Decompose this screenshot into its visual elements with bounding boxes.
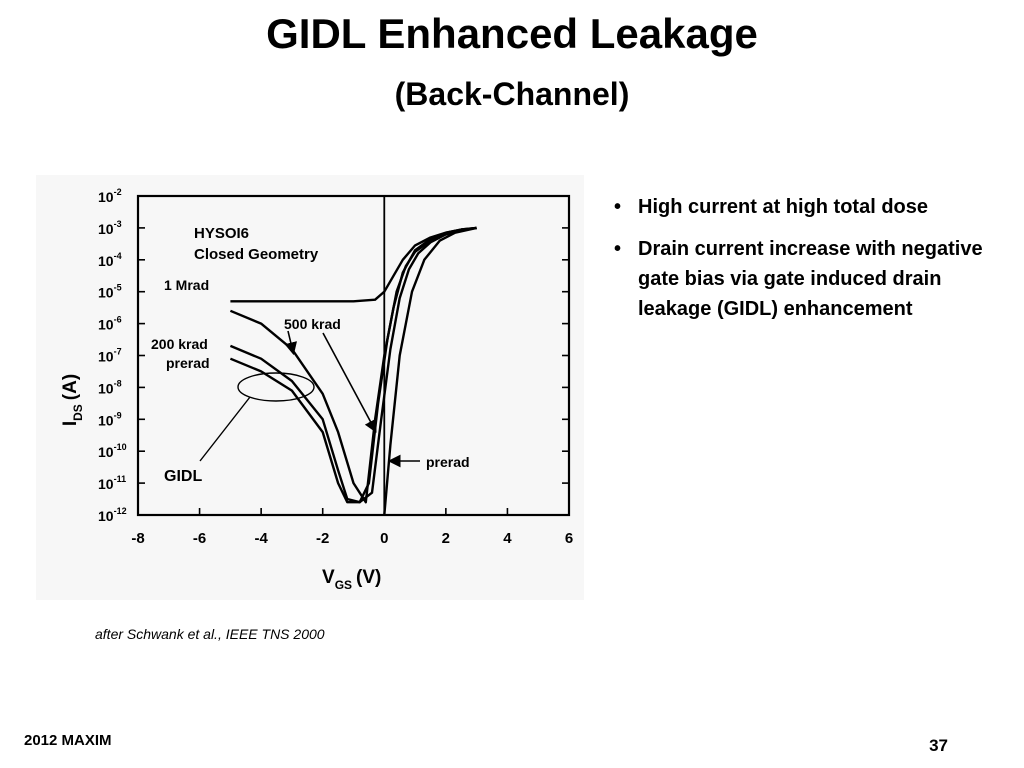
series-lines [229,226,477,516]
krad-500-arrow-2 [322,332,377,433]
footer-label: 2012 MAXIM [24,732,112,749]
krad-500-label: 500 krad [284,316,341,332]
x-tick-label: 4 [503,530,512,547]
y-tick-label: 10-7 [98,347,122,365]
prerad-left-label: prerad [166,355,210,371]
krad-200-label: 200 krad [151,336,208,352]
gidl-ellipse [237,372,315,402]
bullet-dot-icon: • [614,238,622,260]
y-tick-label: 10-5 [98,283,122,301]
y-tick-label: 10-12 [98,506,127,524]
page-number: 37 [929,736,948,755]
prerad-right-label: prerad [426,454,470,470]
chart-annotations: HYSOI6 Closed Geometry 1 Mrad 500 krad 2… [151,225,470,485]
figure-background [36,175,584,600]
bullet-list: • High current at high total dose • Drain … [612,192,1002,336]
bullet-item: • Drain current increase with negative ga… [612,234,1002,324]
gidl-label: GIDL [164,468,202,485]
y-tick-label: 10-6 [98,315,122,333]
x-axis-ticks: -8 -6 -4 -2 0 2 4 6 [131,508,573,547]
x-tick-label: -4 [254,530,268,547]
figure-caption: after Schwank et al., IEEE TNS 2000 [95,626,325,642]
device-label-line1: HYSOI6 [194,225,249,242]
x-tick-label: 2 [442,530,450,547]
slide-title: GIDL Enhanced Leakage [266,10,758,57]
y-tick-label: 10-9 [98,410,122,428]
x-tick-label: -2 [316,530,329,547]
ids-vgs-chart: 10-2 10-3 10-4 10-5 10-6 10-7 10-8 10-9 10-10 10-… [60,187,573,592]
y-tick-label: 10-10 [98,442,127,460]
axis-titles: VGS(V) IDS(A) [60,374,381,592]
y-tick-label: 10-11 [98,474,126,492]
x-tick-label: -6 [193,530,206,547]
y-axis-ticks: 10-2 10-3 10-4 10-5 10-6 10-7 10-8 10-9 10-10 10-… [98,187,569,524]
x-tick-label: -8 [131,530,144,547]
x-tick-label: 6 [565,530,573,547]
bullet-item: • High current at high total dose [612,192,1002,222]
y-tick-label: 10-2 [98,187,122,205]
slide-subtitle: (Back-Channel) [394,76,630,112]
x-axis-title: VGS(V) [322,567,381,592]
gidl-pointer-line [199,396,251,462]
mrad-1-label: 1 Mrad [164,277,209,293]
bullet-dot-icon: • [614,196,622,218]
y-tick-label: 10-3 [98,219,122,237]
y-tick-label: 10-4 [98,251,122,269]
series-line-3 [229,226,477,504]
series-line-4 [383,226,477,516]
bullet-text: Drain current increase with negative gat… [638,238,983,320]
x-tick-label: 0 [380,530,388,547]
y-axis-title: IDS(A) [60,374,85,426]
bullet-text: High current at high total dose [638,196,929,218]
series-line-0 [230,226,477,303]
device-label-line2: Closed Geometry [194,246,319,263]
y-tick-label: 10-8 [98,378,122,396]
krad-500-arrow [284,330,298,356]
